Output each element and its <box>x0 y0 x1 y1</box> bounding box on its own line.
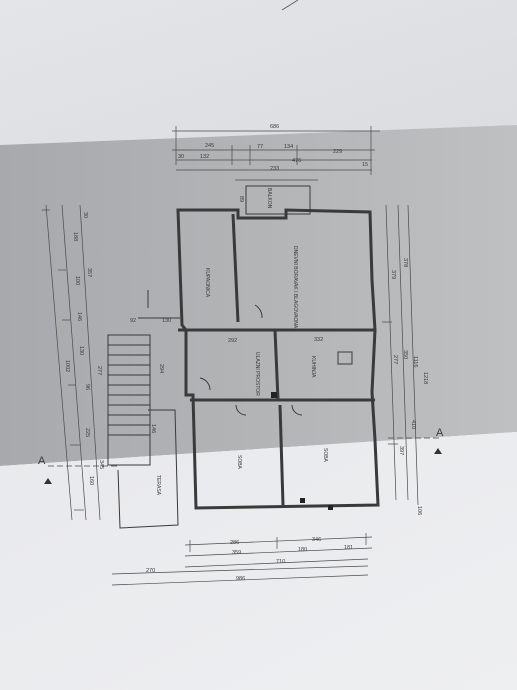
dim-bottom-180: 180 <box>298 547 307 553</box>
dim-inner-89: 89 <box>238 196 244 202</box>
dim-top-233: 233 <box>270 166 279 172</box>
room-label-kupaonica: KUPAONICA <box>204 268 210 298</box>
paper-shadow <box>0 125 517 466</box>
dim-bottom-181: 181 <box>344 545 353 551</box>
dim-right-378: 378 <box>402 258 408 267</box>
dim-bottom-986: 986 <box>236 576 245 582</box>
dim-right-379: 379 <box>390 270 396 279</box>
dim-right-410: 410 <box>410 420 416 429</box>
room-label-ulazni: ULAZNI PROSTOR <box>254 352 260 396</box>
dim-left-146: 146 <box>76 312 82 321</box>
room-label-dnevni: DNEVNI BORAVAK I BLAGOVAONA <box>292 246 298 329</box>
dim-left-130: 130 <box>78 346 84 355</box>
paper-bottom <box>0 432 517 690</box>
dim-inner-294: 294 <box>158 364 164 373</box>
dim-left-100: 100 <box>74 276 80 285</box>
room-label-kuhinja: KUHINJA <box>310 356 316 378</box>
dim-left-357: 357 <box>86 268 92 277</box>
dim-top-30: 30 <box>178 154 184 160</box>
room-label-soba-2: SOBA <box>322 448 328 463</box>
dim-top-229: 229 <box>333 149 342 155</box>
paper-scribble <box>281 0 299 11</box>
room-label-terasa: TERASA <box>155 475 161 496</box>
dim-left-30: 30 <box>82 212 88 218</box>
paper-top <box>0 0 517 150</box>
dim-right-277: 277 <box>392 355 398 364</box>
dim-top-15: 15 <box>362 162 368 168</box>
dim-left-188: 188 <box>72 232 78 241</box>
section-mark-right: A <box>436 427 444 439</box>
dim-left-225: 225 <box>84 428 90 437</box>
dim-right-1218: 1218 <box>422 372 428 384</box>
dim-inner-332: 332 <box>314 337 323 343</box>
dim-right-1116: 1116 <box>412 356 418 367</box>
dim-inner-146: 146 <box>150 424 156 433</box>
dim-top-total: 686 <box>270 124 279 130</box>
room-label-balkon: BALKON <box>266 188 272 209</box>
dim-top-77: 77 <box>257 144 263 150</box>
dim-left-277: 277 <box>96 366 102 375</box>
dim-inner-292: 292 <box>228 338 237 344</box>
dim-top-132: 132 <box>200 154 209 160</box>
dim-top-245: 245 <box>205 143 214 149</box>
dim-bottom-359: 359 <box>232 550 241 556</box>
room-label-soba-1: SOBA <box>236 455 242 470</box>
outer-wall <box>176 208 380 510</box>
dim-inner-92: 92 <box>130 318 136 324</box>
section-mark-left: A <box>38 455 46 467</box>
dim-bottom-346: 346 <box>312 537 321 543</box>
dim-bottom-710: 710 <box>276 559 285 565</box>
dim-top-476: 476 <box>292 158 301 164</box>
dim-left-160: 160 <box>88 476 94 485</box>
dim-bottom-286: 286 <box>230 540 239 546</box>
dim-right-106: 106 <box>416 506 422 515</box>
dim-left-96: 96 <box>84 384 90 390</box>
dim-right-350: 350 <box>402 350 408 359</box>
dim-right-397: 397 <box>398 446 404 455</box>
dim-top-134: 134 <box>284 144 293 150</box>
dim-bottom-270: 270 <box>146 568 155 574</box>
dim-left-345: 345 <box>98 460 104 469</box>
dim-left-1002: 1002 <box>64 360 70 372</box>
dim-inner-130: 130 <box>162 318 171 324</box>
